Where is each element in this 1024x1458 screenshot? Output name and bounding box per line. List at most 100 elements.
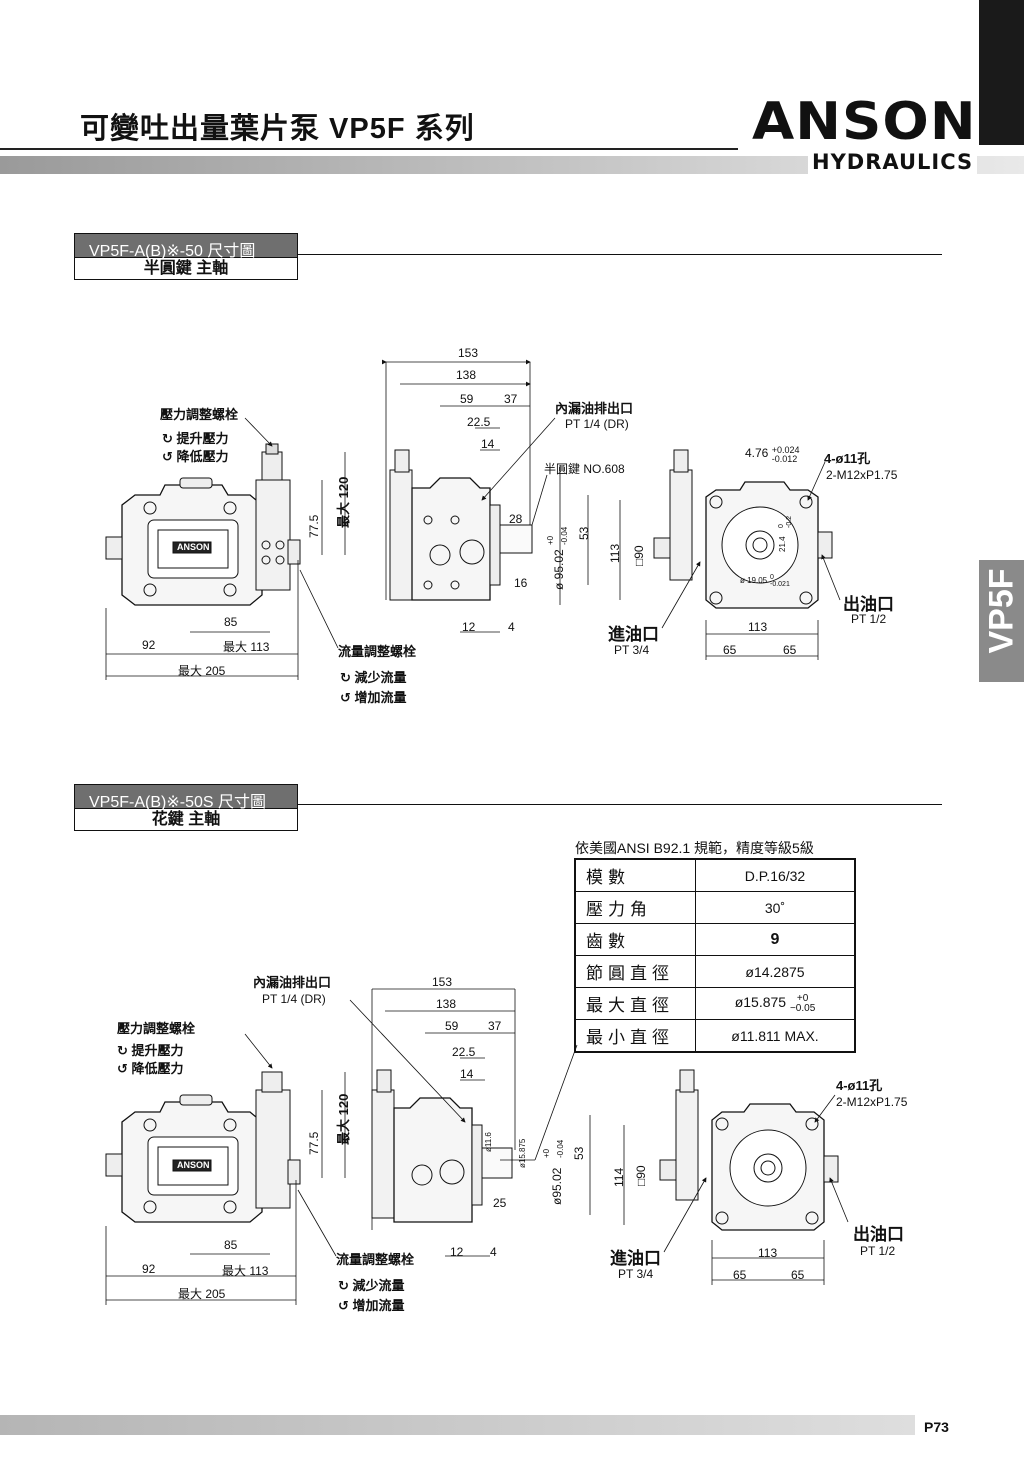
section1-title: VP5F-A(B)※-50 尺寸圖 [75, 234, 297, 260]
drain-port-spec: PT 1/4 (DR) [565, 417, 629, 431]
dim-37: 37 [504, 392, 518, 406]
dim-113h-2: 113 [758, 1246, 778, 1260]
dim-12: 12 [462, 620, 476, 634]
dim-59: 59 [460, 392, 474, 406]
inlet-label: 進油口 [608, 625, 659, 644]
brand-logo: ANSON [752, 92, 977, 152]
dim-max120: 最大 120 [336, 476, 351, 528]
dim-19-05: ø 19.05 [740, 576, 768, 585]
dim-77-5: 77.5 [307, 514, 321, 538]
dim-max120-2: 最大 120 [336, 1093, 351, 1145]
thread-label-2: 2-M12xP1.75 [836, 1095, 908, 1109]
dim-4: 4 [508, 620, 515, 634]
rear-view-1 [653, 449, 833, 609]
front-view-1 [105, 443, 301, 606]
dim-d95-2-tol-dn: -0.04 [556, 1139, 565, 1158]
dim-4-2: 4 [490, 1245, 497, 1259]
header-rule [0, 148, 738, 150]
dim-65a: 65 [723, 643, 737, 657]
holes-label: 4-ø11孔 [824, 451, 871, 466]
pressure-bolt-label: 壓力調整螺栓 [160, 407, 239, 422]
dim-138: 138 [456, 368, 477, 382]
dim-sq90-2: □90 [634, 1165, 648, 1186]
dim-22-5: 22.5 [467, 415, 491, 429]
increase-flow-label: ↺ 增加流量 [340, 690, 407, 705]
dim-12-2: 12 [450, 1245, 464, 1259]
dim-22-5-2: 22.5 [452, 1045, 476, 1059]
dim-59-2: 59 [445, 1019, 459, 1033]
dim-92: 92 [142, 638, 156, 652]
thread-label: 2-M12xP1.75 [826, 468, 898, 482]
dim-77-5-2: 77.5 [307, 1131, 321, 1155]
raise-pressure-label-2: ↻ 提升壓力 [117, 1043, 184, 1058]
dim-25: 25 [493, 1196, 507, 1210]
section2-heading: VP5F-A(B)※-50S 尺寸圖 花鍵 主軸 [74, 784, 298, 831]
dim-153: 153 [458, 346, 479, 360]
dim-114: 114 [612, 1167, 626, 1187]
dim-85-2: 85 [224, 1238, 238, 1252]
drain-port-label-2: 內漏油排出口 [253, 975, 332, 990]
increase-flow-label-2: ↺ 增加流量 [338, 1298, 405, 1313]
side-view-1 [389, 449, 533, 601]
dim-sq90: □90 [632, 545, 646, 566]
lower-pressure-label-2: ↺ 降低壓力 [117, 1061, 184, 1076]
section2-subtitle: 花鍵 主軸 [75, 808, 297, 830]
reduce-flow-label-2: ↻ 減少流量 [338, 1278, 405, 1293]
header-gray-bar [0, 156, 1024, 174]
spec-caption: 依美國ANSI B92.1 規範，精度等級5級 [575, 840, 814, 856]
inlet-spec-2: PT 3/4 [618, 1267, 654, 1281]
dim-65b: 65 [783, 643, 797, 657]
outlet-label-2: 出油口 [853, 1225, 904, 1244]
drain-port-spec-2: PT 1/4 (DR) [262, 992, 326, 1006]
inlet-label-2: 進油口 [610, 1249, 661, 1268]
section1-subtitle: 半圓鍵 主軸 [75, 257, 297, 279]
dim-d95-2: ø95.02 [550, 1167, 564, 1205]
side-view-2 [371, 1069, 513, 1223]
raise-pressure-label: ↻ 提升壓力 [162, 431, 229, 446]
dim-d15-875: ø15.875 [518, 1138, 527, 1168]
page-title: 可變吐出量葉片泵 VP5F 系列 [80, 113, 475, 145]
outlet-spec-2: PT 1/2 [860, 1244, 896, 1258]
front-view-2 [105, 1071, 301, 1223]
dim-19-05-up: 0 [770, 574, 774, 581]
dim-14: 14 [481, 437, 495, 451]
dim-113v: 113 [608, 543, 622, 563]
dim-21-4: 21.4 [778, 536, 787, 552]
dim-21-4-up: 0 [778, 524, 785, 528]
section1-heading: VP5F-A(B)※-50 尺寸圖 半圓鍵 主軸 [74, 233, 298, 280]
drain-port-label: 內漏油排出口 [555, 401, 634, 416]
body-logo-1: ANSON [177, 542, 210, 552]
dim-19-05-dn: -0.021 [770, 581, 790, 588]
dim-16: 16 [514, 576, 528, 590]
dim-max113-2: 最大 113 [222, 1264, 269, 1278]
lower-pressure-label: ↺ 降低壓力 [162, 449, 229, 464]
dim-113h: 113 [748, 620, 768, 634]
section1-rule [298, 254, 942, 255]
section2-title: VP5F-A(B)※-50S 尺寸圖 [75, 785, 297, 811]
dim-14-2: 14 [460, 1067, 474, 1081]
dim-d95-tol-up: +0 [546, 535, 555, 545]
dim-65a-2: 65 [733, 1268, 747, 1282]
dim-85: 85 [224, 615, 238, 629]
holes-label-2: 4-ø11孔 [836, 1078, 883, 1093]
reduce-flow-label: ↻ 減少流量 [340, 670, 407, 685]
flow-bolt-label-2: 流量調整螺栓 [336, 1252, 415, 1267]
dim-d95: ø 95.02 [552, 549, 566, 590]
side-tab [979, 560, 1024, 682]
dim-max205-2: 最大 205 [178, 1287, 226, 1301]
dim-53-2: 53 [572, 1146, 586, 1160]
dim-4-76: 4.76 +0.024-0.012 [745, 445, 800, 464]
dim-53: 53 [577, 526, 591, 540]
dim-max113: 最大 113 [223, 640, 270, 654]
flow-bolt-label: 流量調整螺栓 [338, 644, 417, 659]
rear-view-2 [659, 1069, 839, 1231]
dim-37-2: 37 [488, 1019, 502, 1033]
dim-d11-6: ø11.6 [484, 1132, 493, 1152]
dim-92-2: 92 [142, 1262, 156, 1276]
